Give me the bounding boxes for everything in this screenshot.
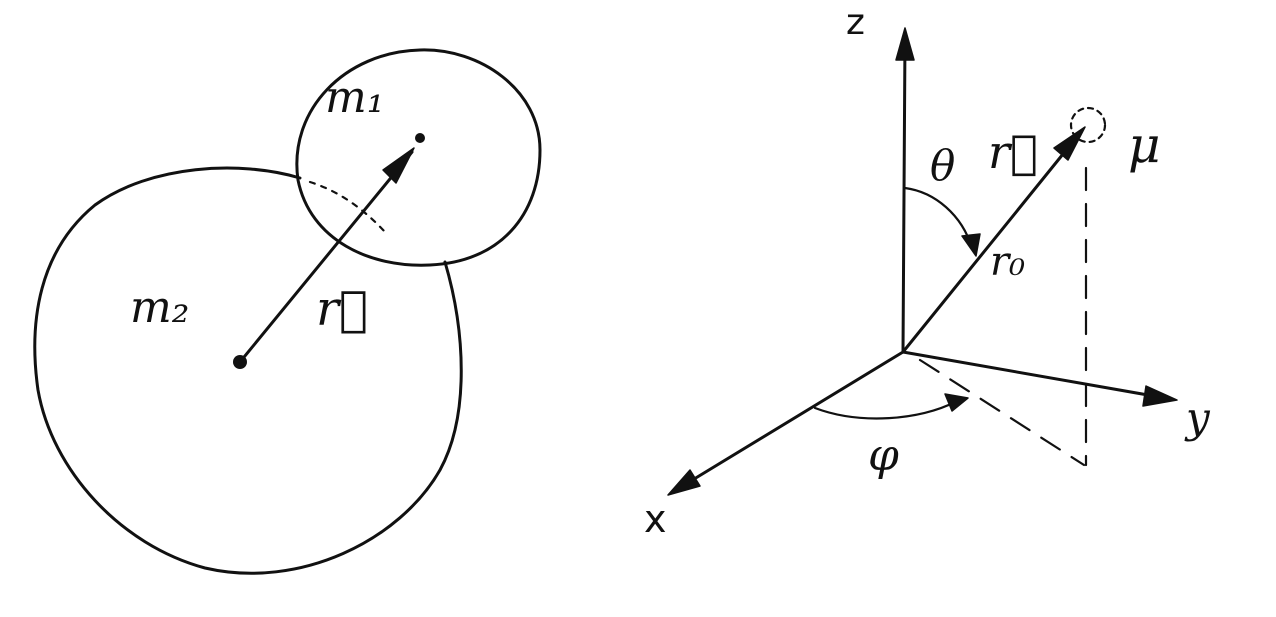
position-vector-label: r⃗ (988, 125, 1038, 179)
reduced-mass-label: μ (1128, 116, 1161, 174)
x-axis-label: x (644, 497, 667, 541)
position-vector-arrowhead (1053, 126, 1086, 161)
unit-vector-label: r₀ (990, 239, 1025, 285)
theta-arc-arrowhead (961, 233, 981, 257)
phi-arc (813, 400, 957, 420)
y-axis-arrowhead (1142, 385, 1178, 407)
z-axis-label: z (846, 2, 865, 43)
theta-label: θ (930, 141, 955, 190)
large-mass-hidden-arc (308, 180, 387, 234)
z-axis-arrowhead (895, 27, 915, 61)
y-axis-label: y (1184, 393, 1211, 442)
small-mass-label: m₁ (325, 72, 384, 123)
x-axis-line (674, 350, 905, 492)
two-body-figure: m₁ m₂ r⃗ (33, 48, 542, 575)
y-axis-line (901, 350, 1167, 400)
position-vector-line (901, 131, 1082, 354)
relative-vector-label: r⃗ (316, 281, 368, 337)
large-mass-label: m₂ (130, 282, 189, 333)
horizontal-projection-line (918, 358, 1086, 467)
large-mass-circle (33, 166, 463, 575)
small-mass-circle (295, 48, 542, 267)
theta-arc (903, 186, 974, 250)
phi-arc-arrowhead (944, 393, 969, 412)
z-axis-line (901, 36, 907, 354)
spherical-coordinates-figure: z y x θ r⃗ r₀ μ φ (644, 2, 1211, 541)
relative-vector-line (238, 150, 414, 364)
relative-vector-arrowhead (382, 147, 415, 184)
reduced-mass-particle (1069, 106, 1107, 144)
small-mass-center-dot (415, 133, 425, 143)
phi-label: φ (868, 430, 899, 481)
x-axis-arrowhead (667, 469, 701, 496)
